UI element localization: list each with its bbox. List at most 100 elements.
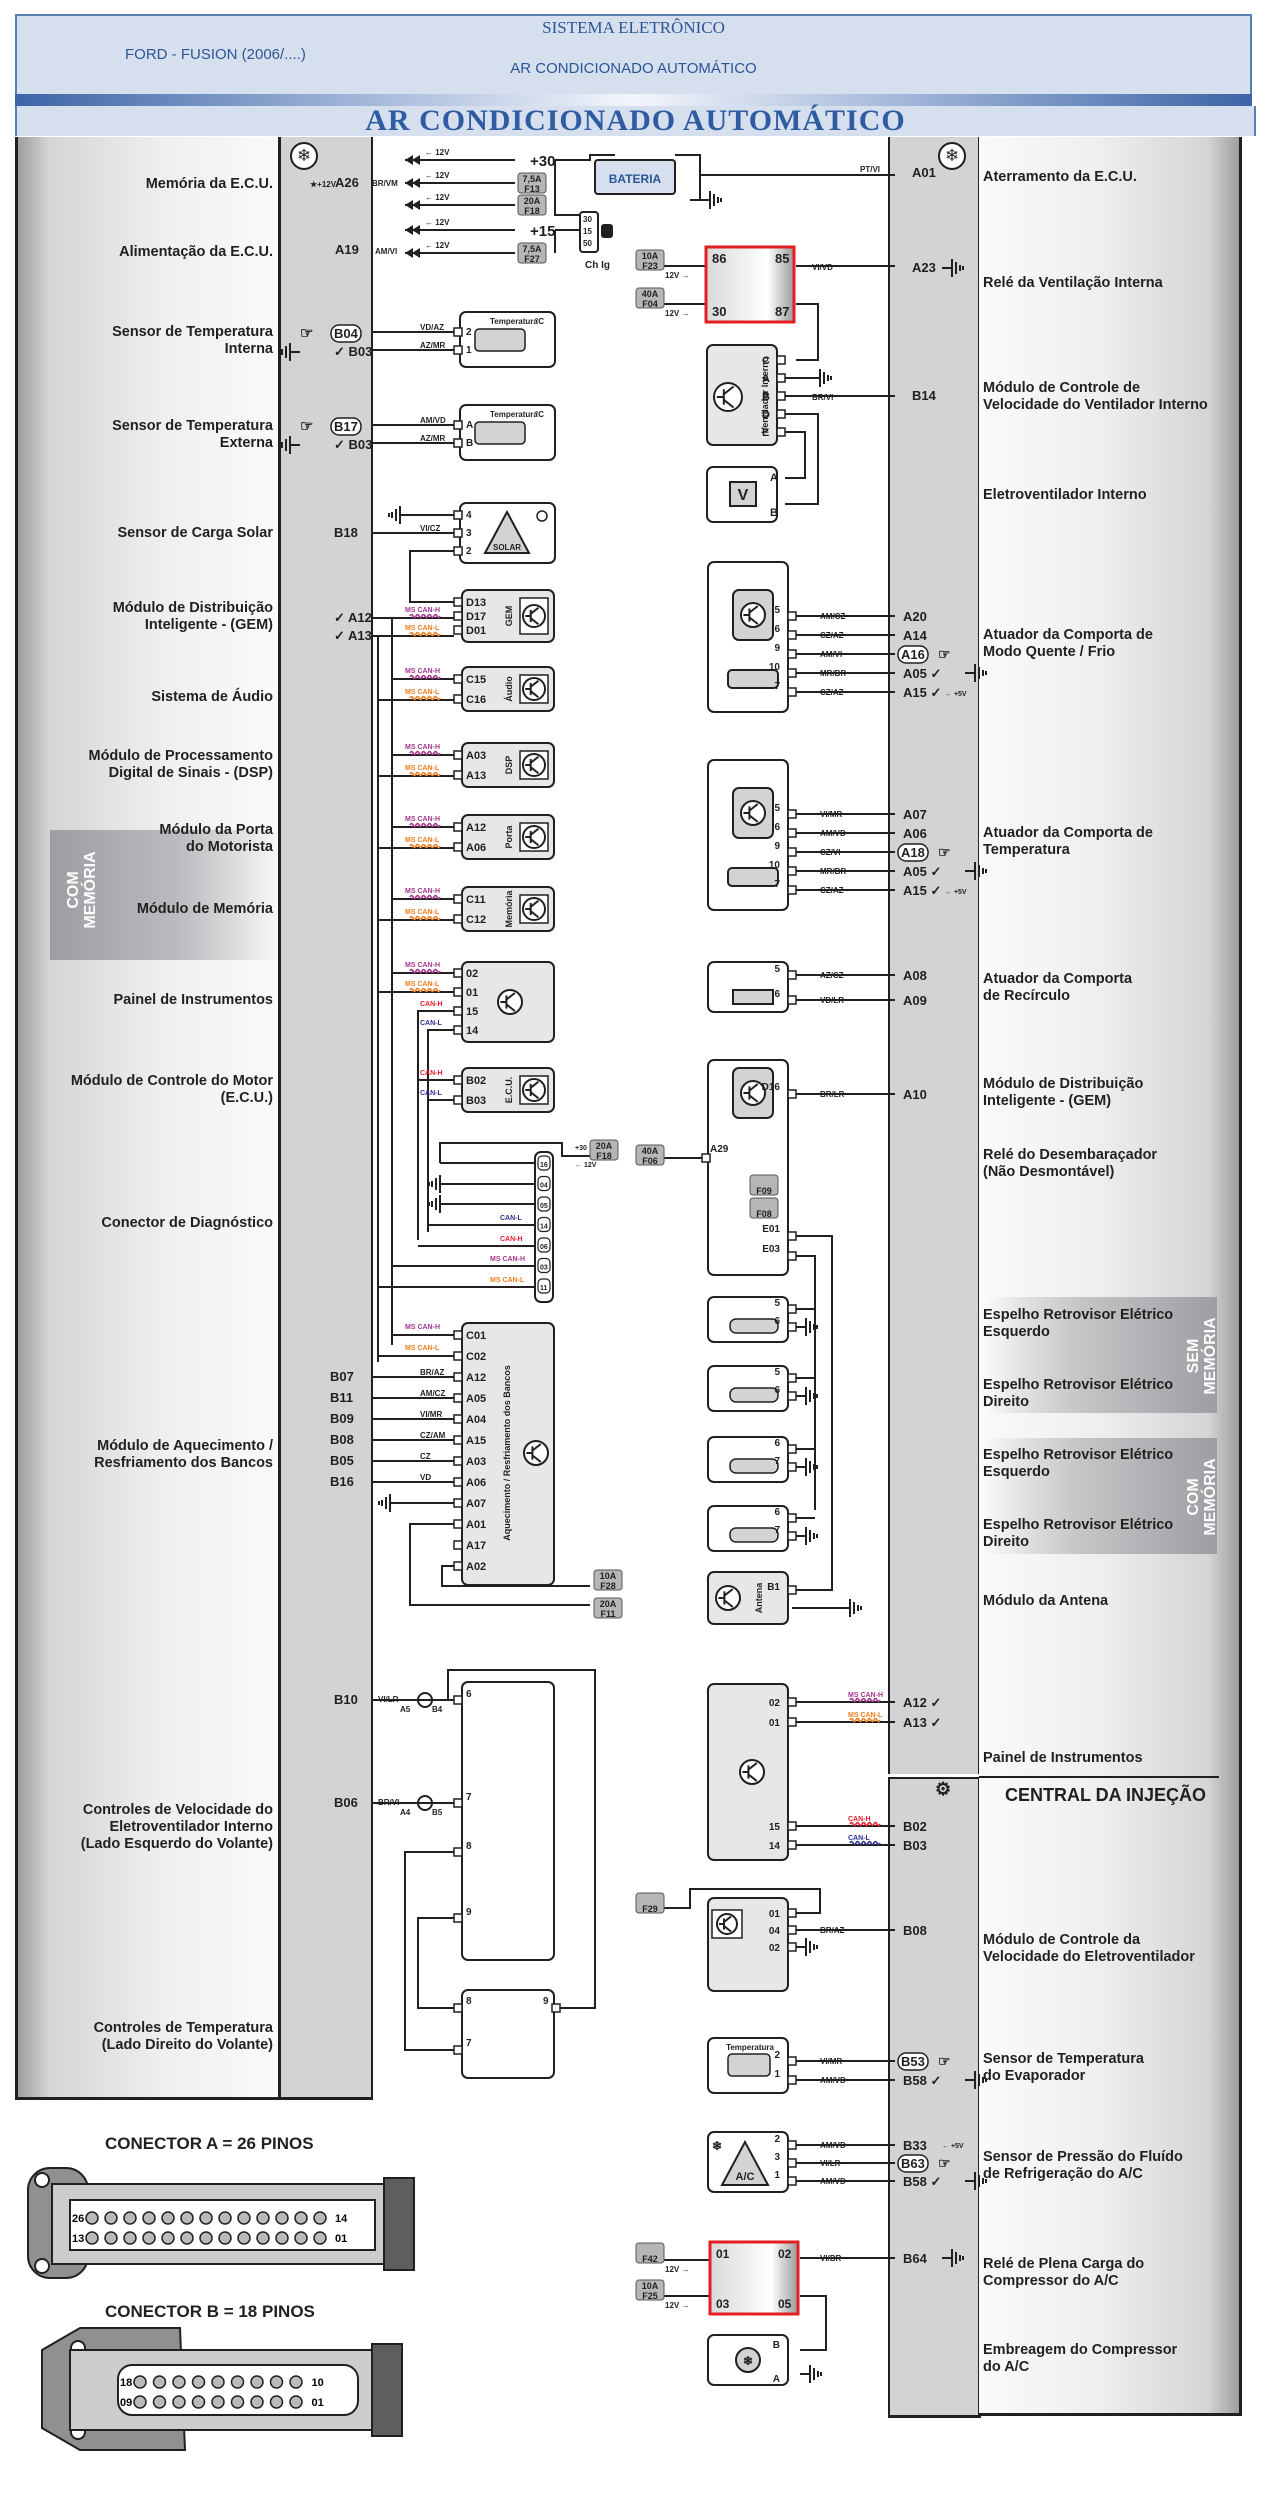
pin-terminal xyxy=(453,1477,463,1487)
wire-label: VD xyxy=(420,1473,431,1482)
svg-text:20A: 20A xyxy=(600,1599,617,1609)
subtitle: AR CONDICIONADO AUTOMÁTICO xyxy=(510,60,757,77)
pin-terminal xyxy=(453,1540,463,1550)
pin-b: B xyxy=(770,507,778,519)
solar-pin: 4 xyxy=(466,510,472,521)
connector-pin xyxy=(85,2211,99,2225)
can-wave xyxy=(409,822,441,828)
memory-12v-note: ★+12V xyxy=(310,180,337,189)
pin-terminal xyxy=(787,995,797,1005)
bancos-pin: A01 xyxy=(466,1519,486,1531)
wire-label: AM/VD xyxy=(820,2177,846,2186)
gem-pin: D16 xyxy=(762,1082,781,1093)
label-alimentacao-ecu: Alimentação da E.C.U. xyxy=(119,244,273,260)
pin-terminal xyxy=(453,987,463,997)
module-pin: B02 xyxy=(466,1075,486,1087)
actuator-pin: 7 xyxy=(774,681,780,692)
connector-pin xyxy=(180,2231,194,2245)
svg-text:F42: F42 xyxy=(642,2254,658,2264)
can-wave xyxy=(409,613,441,619)
wire-label: BR/AZ xyxy=(420,1368,445,1377)
label-embreagem: Embreagem do Compressor do A/C xyxy=(983,2342,1178,2375)
connector-pin xyxy=(269,2395,284,2409)
vent-pin: A xyxy=(762,373,770,385)
module-pin: C16 xyxy=(466,694,486,706)
can-wave xyxy=(409,695,441,701)
connector-pin-number: 26 xyxy=(72,2213,84,2225)
module-pin: A06 xyxy=(466,842,486,854)
pin-terminal xyxy=(787,611,797,621)
mirror-pin: 5 xyxy=(774,1367,780,1378)
pin-b53-text: B53 xyxy=(901,2054,925,2069)
connector-pin xyxy=(133,2395,147,2409)
wire xyxy=(439,1142,590,1163)
ground-icon xyxy=(278,343,300,361)
voltage-label: ← 12V xyxy=(425,171,450,180)
painel-pin: 14 xyxy=(466,1025,479,1037)
clutch-pin: B xyxy=(773,2340,780,2351)
connector-pin xyxy=(199,2231,213,2245)
snowflake-icon: ❄ xyxy=(290,142,318,170)
central-divider xyxy=(979,1776,1219,1778)
solar-pin: 2 xyxy=(466,546,472,557)
supply-bus xyxy=(554,160,590,216)
sensor-pin: 1 xyxy=(774,2069,780,2080)
ms-can-l-label: MS CAN-L xyxy=(405,625,440,632)
pin-terminal xyxy=(453,2003,463,2013)
module-label: Áudio xyxy=(504,676,514,702)
ms-can-l-label: MS CAN-L xyxy=(405,765,440,772)
connector-b-drawing xyxy=(41,2327,403,2451)
can-wave xyxy=(409,771,441,777)
pin-terminal xyxy=(453,968,463,978)
gem-pin: A29 xyxy=(710,1144,729,1155)
diag-pin-label: 04 xyxy=(540,1183,548,1190)
pin-terminal xyxy=(453,1498,463,1508)
switch-pin: 8 xyxy=(466,1996,472,2007)
connector-pin xyxy=(152,2375,167,2389)
pin-terminal xyxy=(787,1391,797,1401)
svg-text:20A: 20A xyxy=(596,1141,613,1151)
module-pin: C15 xyxy=(466,674,486,686)
mirror-pin: 5 xyxy=(774,1298,780,1309)
connector-pin xyxy=(172,2395,186,2409)
painel-pin: 02 xyxy=(466,968,478,980)
pin-terminal xyxy=(453,1519,463,1529)
pin-terminal xyxy=(453,1847,463,1857)
wire-label: PT/VI xyxy=(860,165,880,174)
pin-terminal xyxy=(453,1372,463,1382)
bancos-pin: C01 xyxy=(466,1330,486,1342)
pin-terminal xyxy=(787,2176,797,2186)
actuator-pin: 9 xyxy=(774,841,780,852)
pin-terminal xyxy=(453,674,463,684)
pin-terminal xyxy=(787,649,797,659)
ventilador-label: Ventilador Interno xyxy=(760,356,770,433)
ground-icon xyxy=(796,1527,818,1545)
pin-terminal xyxy=(453,345,463,355)
pin-a20: A20 xyxy=(903,609,927,624)
pin-terminal xyxy=(776,409,786,419)
actuator-pin: 6 xyxy=(774,989,780,1000)
pin-b08: B08 xyxy=(903,1923,927,1938)
label-temp-volante: Controles de Temperatura (Lado Direito d… xyxy=(93,2020,273,2053)
label-mod-vel-eletroventilador: Módulo de Controle da Velocidade do Elet… xyxy=(983,1932,1195,1965)
ms-can-h-label: MS CAN-H xyxy=(405,816,440,823)
ground-icon xyxy=(796,1458,818,1476)
bancos-pin: A15 xyxy=(466,1435,486,1447)
connector-pin xyxy=(256,2231,270,2245)
transistor-icon xyxy=(713,382,743,412)
pin-terminal xyxy=(453,694,463,704)
pin-terminal xyxy=(453,420,463,430)
switch-pin: 8 xyxy=(466,1841,472,1852)
pin-a09: A09 xyxy=(903,993,927,1008)
page-title: AR CONDICIONADO AUTOMÁTICO xyxy=(365,104,906,137)
connector-pin xyxy=(289,2375,303,2389)
can-wave xyxy=(409,894,441,900)
bancos-pin: A07 xyxy=(466,1498,486,1510)
label-sensor-temp-interna: Sensor de Temperatura Interna xyxy=(112,324,273,357)
label-memoria: Módulo de Memória xyxy=(136,901,273,917)
can-wave xyxy=(849,1697,881,1703)
wire-label: VD/LR xyxy=(820,996,844,1005)
